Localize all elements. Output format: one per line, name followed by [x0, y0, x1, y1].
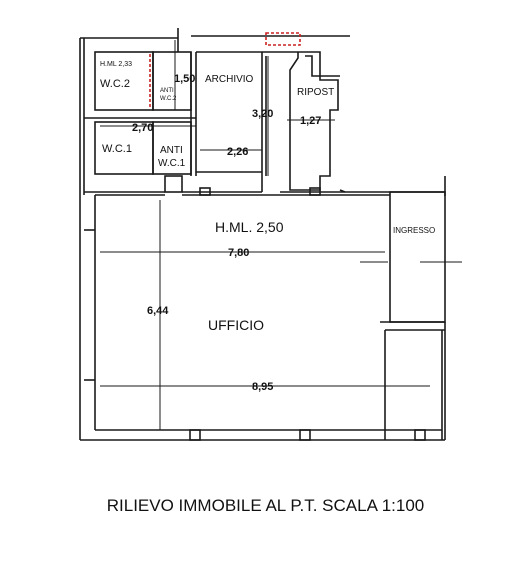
dim-270: 2,70	[132, 122, 153, 134]
label-wc1: W.C.1	[102, 143, 132, 155]
walls	[79, 28, 446, 441]
dim-780: 7,80	[228, 247, 249, 259]
dim-895: 8,95	[252, 381, 273, 393]
label-ripost: RIPOST	[297, 87, 334, 98]
label-anti-wc1-a: ANTI	[160, 145, 183, 156]
dimension-labels: 1,50 3,20 1,27 2,70 2,26 7,80 6,44 8,95	[132, 73, 321, 393]
dim-226: 2,26	[227, 146, 248, 158]
label-archivio: ARCHIVIO	[205, 74, 254, 85]
dim-150: 1,50	[174, 73, 195, 85]
label-ufficio: UFFICIO	[208, 317, 264, 333]
label-wc2: W.C.2	[100, 78, 130, 90]
label-hml-wc: H.ML 2,33	[100, 61, 132, 68]
dim-320: 3,20	[252, 108, 273, 120]
dim-127: 1,27	[300, 115, 321, 127]
label-anti-wc2-a: ANTI	[160, 88, 174, 94]
label-ingresso: INGRESSO	[393, 226, 435, 235]
dim-644: 6,44	[147, 305, 169, 317]
plan-caption: RILIEVO IMMOBILE AL P.T. SCALA 1:100	[106, 496, 425, 515]
label-anti-wc1-b: W.C.1	[158, 158, 186, 169]
label-anti-wc2-b: W.C.2	[160, 96, 177, 102]
label-hml-main: H.ML. 2,50	[215, 219, 284, 235]
room-labels: H.ML 2,33 W.C.2 ANTI W.C.2 ARCHIVIO RIPO…	[100, 61, 435, 333]
accent-marks	[149, 32, 301, 108]
dimension-lines	[100, 40, 462, 430]
